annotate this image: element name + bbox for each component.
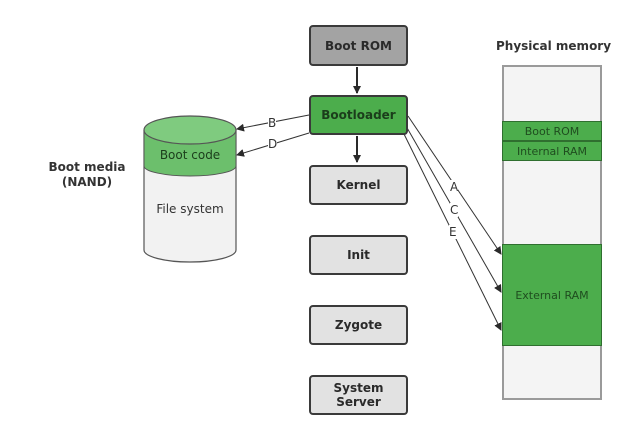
memory-segment-boot-rom: Boot ROM bbox=[502, 121, 602, 141]
physical-memory-title: Physical memory bbox=[496, 39, 612, 53]
boot-media-cylinder bbox=[143, 115, 237, 263]
physical-memory-map bbox=[502, 65, 602, 400]
system-server-box[interactable]: System Server bbox=[309, 375, 408, 415]
boot-media-title-line1: Boot media bbox=[48, 160, 126, 174]
kernel-box[interactable]: Kernel bbox=[309, 165, 408, 205]
boot-code-label: Boot code bbox=[159, 148, 221, 162]
file-system-label: File system bbox=[156, 202, 224, 216]
boot-media-title-line2: (NAND) bbox=[61, 175, 113, 189]
zygote-box[interactable]: Zygote bbox=[309, 305, 408, 345]
init-box[interactable]: Init bbox=[309, 235, 408, 275]
arrow-label-b: B bbox=[268, 116, 277, 130]
arrow-label-a: A bbox=[450, 180, 459, 194]
boot-rom-box[interactable]: Boot ROM bbox=[309, 25, 408, 66]
arrow-label-d: D bbox=[268, 137, 278, 151]
memory-segment-internal-ram: Internal RAM bbox=[502, 141, 602, 161]
arrow-label-e: E bbox=[449, 225, 457, 239]
bootloader-box[interactable]: Bootloader bbox=[309, 95, 408, 135]
boot-media-title: Boot media (NAND) bbox=[47, 160, 127, 190]
memory-segment-external-ram: External RAM bbox=[502, 244, 602, 346]
arrow-label-c: C bbox=[450, 203, 459, 217]
